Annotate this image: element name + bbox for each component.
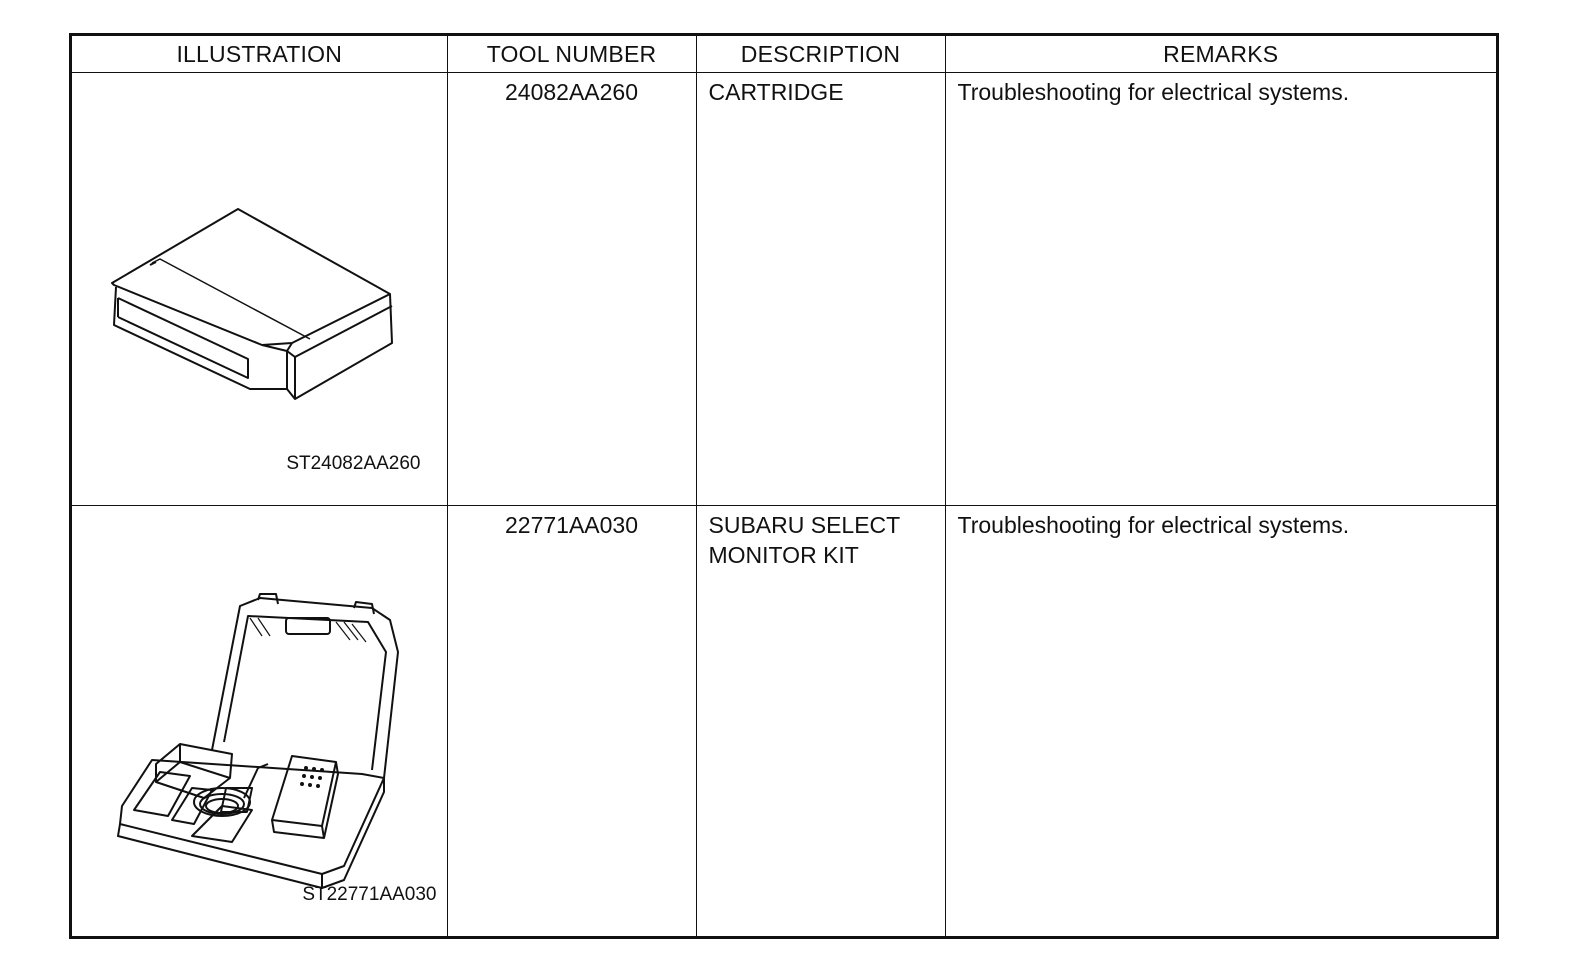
illustration-code: ST24082AA260 [286,453,421,474]
special-tools-table: ILLUSTRATION TOOL NUMBER DESCRIPTION REM… [72,36,1496,936]
remarks-cell: Troubleshooting for electrical systems. [944,72,1496,506]
table-header-row: ILLUSTRATION TOOL NUMBER DESCRIPTION REM… [72,36,1496,73]
tool-number: 22771AA030 [504,512,638,538]
tool-number-cell: 22771AA030 [446,505,697,936]
table-row: ST22771AA030 22771AA030 SUBARU SELECT MO… [72,505,1496,936]
monitor-kit-case-icon [117,593,399,889]
table-row: ST24082AA260 24082AA260 CARTRIDGE Troubl… [72,72,1496,506]
header-tool-number: TOOL NUMBER [446,36,697,73]
tool-table-sheet: ILLUSTRATION TOOL NUMBER DESCRIPTION REM… [69,33,1499,939]
description-cell: CARTRIDGE [695,72,946,506]
cartridge-icon [111,208,393,400]
remarks-text: Troubleshooting for electrical systems. [957,79,1350,105]
header-illustration: ILLUSTRATION [72,36,448,73]
tool-number: 24082AA260 [504,79,638,105]
description-line: SUBARU SELECT [708,512,901,538]
header-remarks: REMARKS [944,36,1496,73]
tool-number-cell: 24082AA260 [446,72,697,506]
remarks-text: Troubleshooting for electrical systems. [957,512,1350,538]
remarks-cell: Troubleshooting for electrical systems. [944,505,1496,936]
description-line: CARTRIDGE [708,79,844,105]
header-description: DESCRIPTION [695,36,946,73]
illustration-cell: ST22771AA030 [72,505,448,936]
illustration-code: ST22771AA030 [302,884,437,905]
illustration-cell: ST24082AA260 [72,72,448,506]
description-cell: SUBARU SELECT MONITOR KIT [695,505,946,936]
description-line: MONITOR KIT [708,542,859,568]
